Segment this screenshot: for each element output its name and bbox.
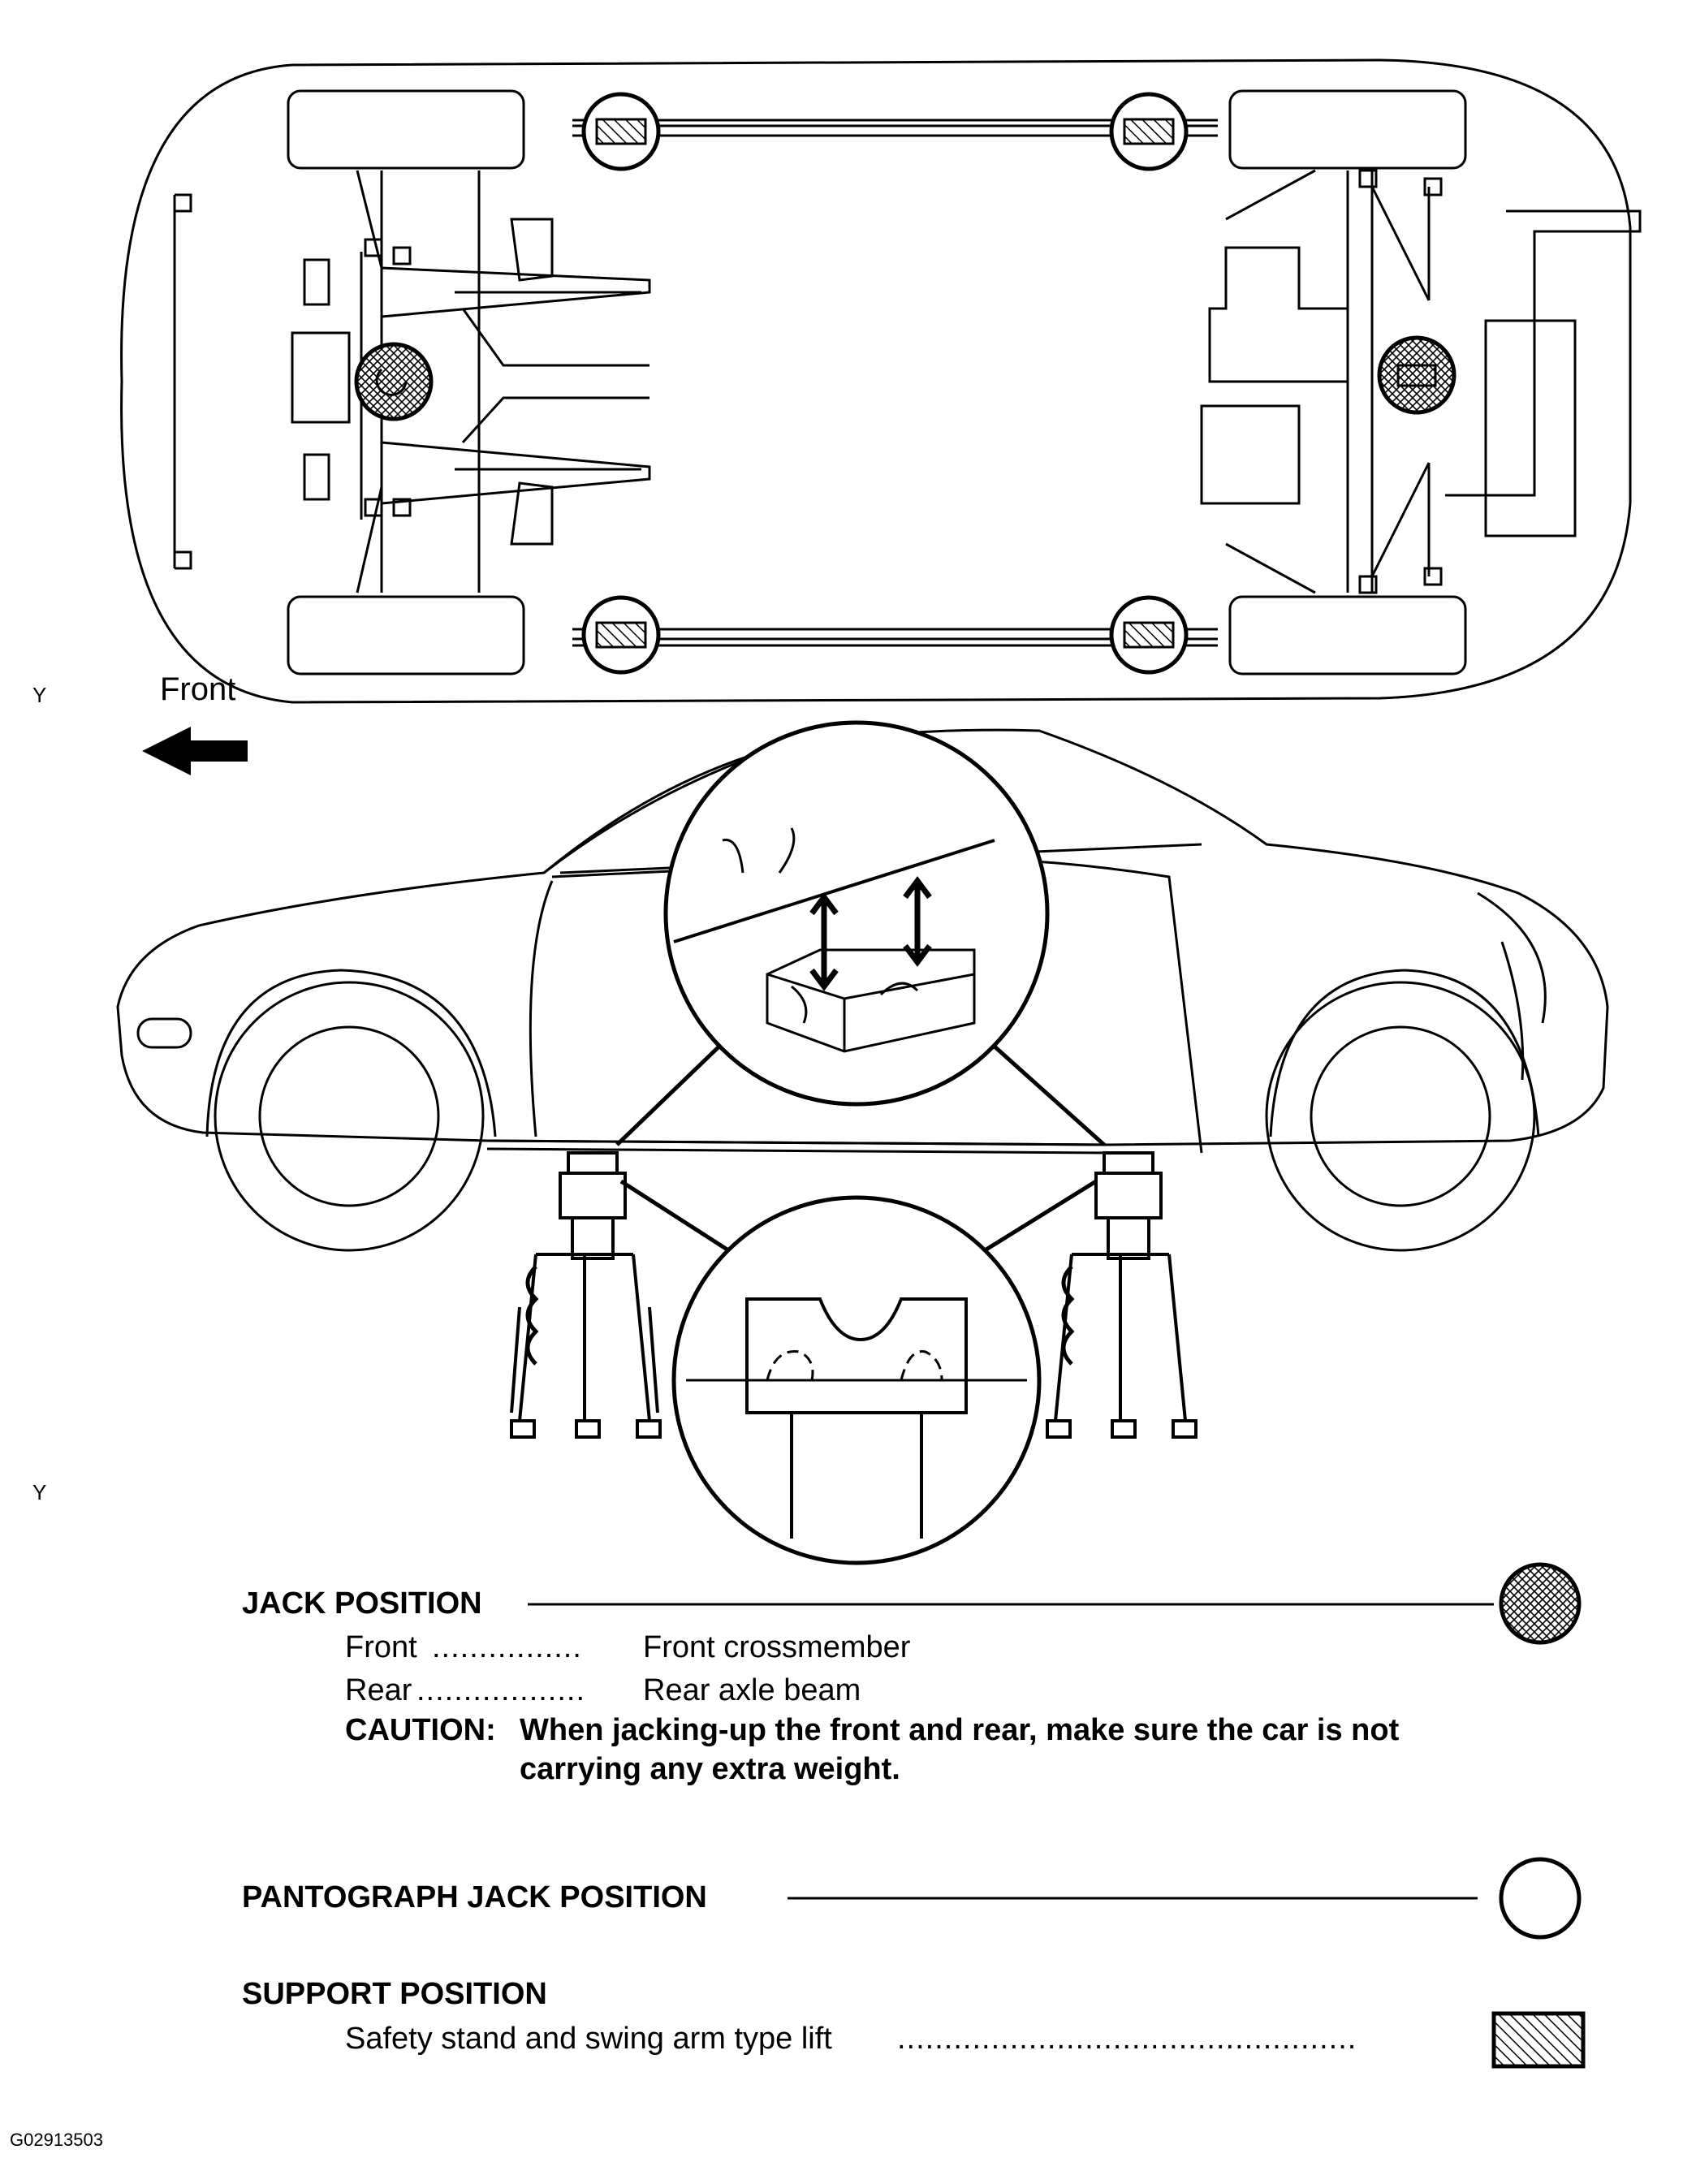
safety-stand-rear [1046, 1151, 1198, 1439]
wheel-front-left [287, 89, 525, 170]
zoom-detail-support-bracket [615, 720, 1106, 1146]
front-direction-label: Front [160, 671, 236, 707]
support-point-front-left [581, 92, 661, 171]
figure-id: G02913503 [10, 2130, 103, 2150]
front-wheel-side [214, 981, 485, 1252]
jack-row-rear-value: Rear axle beam [643, 1673, 861, 1707]
jack-row-rear-label: Rear [345, 1673, 412, 1707]
support-position-title: SUPPORT POSITION [242, 1977, 547, 2011]
jack-row-front-value: Front crossmember [643, 1630, 911, 1664]
rear-wheel-side [1265, 981, 1536, 1252]
zoom-detail-stand-head [619, 1179, 1098, 1565]
support-point-front-right [581, 595, 661, 675]
jack-point-rear-axle-beam [1377, 335, 1456, 415]
jack-row-rear-leader: .................. [416, 1675, 586, 1706]
arrow-up-down-icon [903, 876, 932, 967]
wheel-rear-left [1228, 89, 1467, 170]
headlamp [136, 1017, 192, 1049]
y-marker-bottom: Y [32, 1480, 47, 1504]
pantograph-jack-position-title: PANTOGRAPH JACK POSITION [242, 1880, 707, 1914]
jack-point-front-crossmember [354, 342, 434, 421]
caution-text-line-2: carrying any extra weight. [520, 1752, 900, 1786]
caution-text-line-1: When jacking-up the front and rear, make… [520, 1713, 1400, 1747]
wheel-front-right [287, 595, 525, 675]
support-position-item: Safety stand and swing arm type lift [345, 2022, 832, 2056]
wheel-rear-right [1228, 595, 1467, 675]
support-point-rear-right [1109, 595, 1189, 675]
cross-hatched-circle-icon [1499, 1562, 1582, 1645]
support-point-rear-left [1109, 92, 1189, 171]
arrow-up-down-icon [809, 892, 839, 991]
car-outline-top [120, 58, 1632, 704]
support-position-leader: ........................................… [897, 2023, 1357, 2054]
hatched-rectangle-icon [1491, 2011, 1586, 2069]
y-marker-top: Y [32, 683, 47, 707]
caution-label: CAUTION: [345, 1713, 496, 1747]
jack-row-front-leader: ................ [432, 1632, 582, 1663]
jack-row-front-label: Front [345, 1630, 417, 1664]
front-arrow-icon [142, 727, 248, 775]
jack-position-title: JACK POSITION [242, 1586, 482, 1621]
open-circle-icon [1499, 1857, 1582, 1940]
safety-stand-front [510, 1151, 662, 1439]
